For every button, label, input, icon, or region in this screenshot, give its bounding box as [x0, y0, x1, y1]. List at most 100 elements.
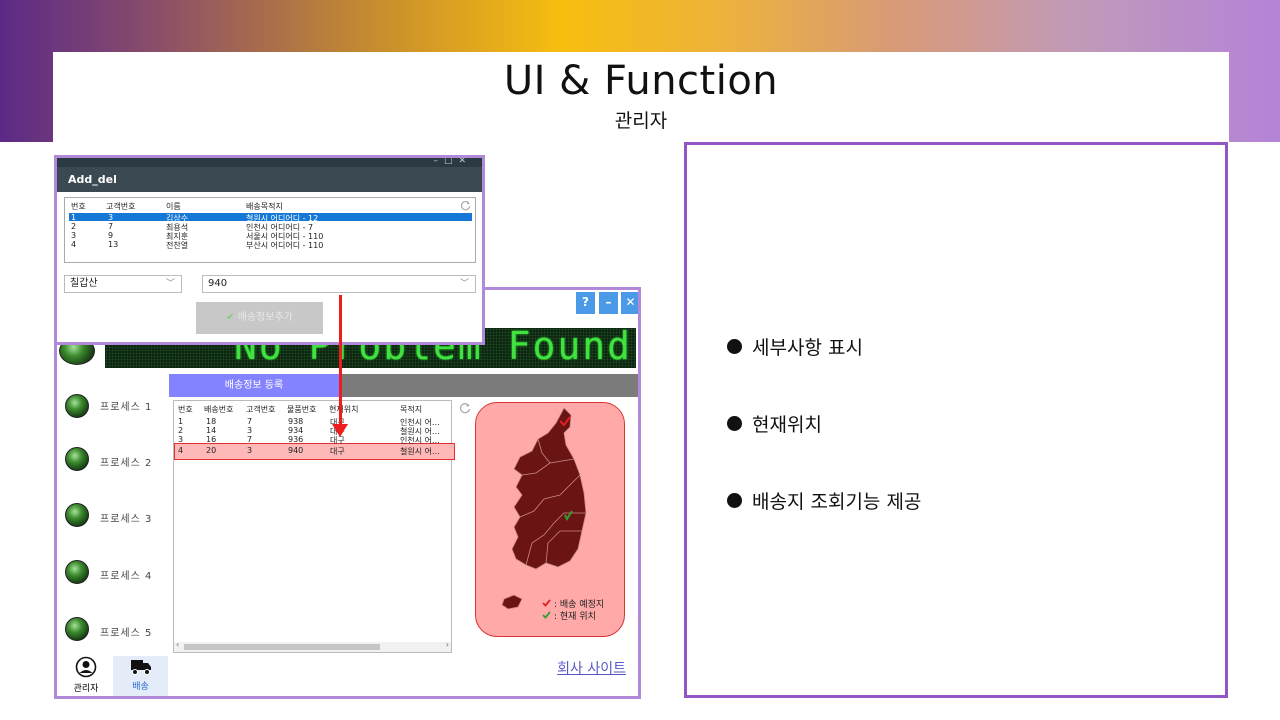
scroll-left-icon[interactable]: ‹: [176, 640, 180, 649]
process-led: [65, 447, 89, 471]
cell: 16: [206, 435, 217, 444]
scrollbar-thumb[interactable]: [184, 644, 380, 650]
horizontal-scrollbar[interactable]: ‹ ›: [174, 640, 451, 652]
title-box: UI & Function 관리자: [53, 52, 1229, 142]
process-label: 프로세스 4: [100, 571, 153, 582]
bullet-icon: [727, 416, 742, 431]
cell: 13: [108, 240, 119, 249]
cell: 2: [178, 426, 184, 435]
chevron-down-icon: ﹀: [459, 279, 469, 289]
cell: 3: [247, 426, 253, 435]
process-led: [65, 617, 89, 641]
cell: 전찬열: [166, 241, 189, 250]
cell: 대구: [330, 447, 345, 456]
close-button[interactable]: ✕: [621, 292, 638, 314]
dialog-close-icon[interactable]: ✕: [458, 156, 472, 166]
cell: 4: [71, 240, 77, 249]
column-header: 배송번호: [204, 405, 234, 414]
column-header: 고객번호: [106, 202, 136, 211]
column-header: 이름: [166, 202, 181, 211]
legend-planned: : 배송 예정지: [554, 600, 605, 610]
process-label: 프로세스 2: [100, 458, 153, 469]
nav-delivery-button[interactable]: 배송: [113, 656, 168, 696]
name-combobox[interactable]: 칠갑산 ﹀: [64, 275, 182, 293]
help-button[interactable]: ?: [576, 292, 595, 314]
dialog-maximize-icon[interactable]: □: [443, 156, 459, 166]
cell: 최용석: [166, 223, 189, 232]
dialog-minimize-icon[interactable]: –: [433, 156, 444, 166]
dialog-window-controls[interactable]: –□✕: [433, 156, 472, 166]
cell: 7: [247, 417, 253, 426]
bullet-icon: [727, 339, 742, 354]
feature-panel: 세부사항 표시 현재위치 배송지 조회기능 제공: [684, 142, 1228, 698]
legend-current-label: 현재 위치: [559, 612, 596, 622]
scroll-right-icon[interactable]: ›: [445, 640, 449, 649]
cell: 1: [71, 213, 77, 222]
arrow-down-icon: [332, 424, 348, 437]
column-header: 번호: [178, 405, 193, 414]
add-del-dialog: –□✕ Add_del 번호 고객번호 이름 배송목적지 1 3 김상수 철원시…: [54, 155, 485, 345]
dialog-title: Add_del: [57, 167, 482, 192]
section-header: 배송정보 등록: [169, 374, 638, 397]
refresh-icon[interactable]: [459, 402, 471, 414]
cell: 최지훈: [166, 232, 189, 241]
slide-title: UI & Function: [503, 58, 779, 104]
cell: 7: [108, 222, 114, 231]
add-delivery-button[interactable]: ✔ 배송정보추가: [196, 302, 323, 334]
cell: 7: [247, 435, 253, 444]
selected-row-highlight: [174, 443, 455, 460]
cell: 3: [71, 231, 77, 240]
company-site-link[interactable]: 회사 사이트: [557, 661, 626, 677]
cell: 940: [288, 446, 304, 455]
cell: 1: [178, 417, 184, 426]
current-check-icon: [542, 611, 551, 619]
add-delivery-label: 배송정보추가: [237, 312, 293, 323]
column-header: 물품번호: [287, 405, 317, 414]
dialog-top-bar: –□✕: [57, 158, 482, 167]
korea-map-icon: [501, 407, 587, 610]
cell: 부산시 어디어디 - 110: [246, 241, 324, 250]
cell: 938: [288, 417, 304, 426]
item-combobox[interactable]: 940 ﹀: [202, 275, 476, 293]
feature-item: 현재위치: [727, 410, 822, 437]
cell: 인천시 어...: [400, 418, 440, 427]
delivery-map[interactable]: : 배송 예정지 : 현재 위치: [475, 402, 625, 637]
process-label: 프로세스 5: [100, 628, 153, 639]
cell: 김상수: [166, 214, 189, 223]
cell: 대구: [330, 436, 345, 445]
feature-label: 배송지 조회기능 제공: [752, 491, 922, 513]
customer-list[interactable]: 번호 고객번호 이름 배송목적지 1 3 김상수 철원시 어디어디 - 12 2…: [64, 197, 476, 263]
feature-item: 배송지 조회기능 제공: [727, 487, 921, 514]
feature-label: 세부사항 표시: [752, 337, 863, 359]
delivery-list[interactable]: 번호 배송번호 고객번호 물품번호 현재위치 목적지 1 18 7 938 대구…: [173, 400, 455, 653]
cell: 철원시 어...: [400, 427, 440, 436]
legend-planned-label: 배송 예정지: [559, 600, 605, 610]
cell: 14: [206, 426, 217, 435]
check-icon: ✔: [226, 312, 235, 323]
minimize-button[interactable]: –: [599, 292, 618, 314]
slide-subtitle: 관리자: [614, 110, 668, 132]
legend-current: : 현재 위치: [554, 612, 596, 622]
cell: 인천시 어...: [400, 436, 440, 445]
cell: 4: [178, 446, 184, 455]
cell: 철원시 어...: [400, 447, 440, 456]
nav-admin-label: 관리자: [73, 684, 99, 694]
nav-admin-button[interactable]: 관리자: [59, 656, 113, 696]
item-combobox-value: 940: [208, 278, 228, 289]
feature-item: 세부사항 표시: [727, 333, 863, 360]
planned-check-icon: [542, 599, 551, 607]
cell: 3: [247, 446, 253, 455]
refresh-icon[interactable]: [460, 200, 471, 211]
nav-delivery-label: 배송: [132, 682, 149, 692]
column-header: 현재위치: [329, 405, 359, 414]
main-app-window: ? – ✕ No Problem Found 프로세스 1 프로세스 2 프로세…: [54, 287, 641, 699]
cell: 3: [178, 435, 184, 444]
process-label: 프로세스 1: [100, 402, 153, 413]
chevron-down-icon: ﹀: [165, 279, 175, 289]
tab-delivery-registration[interactable]: 배송정보 등록: [169, 374, 339, 397]
cell: 18: [206, 417, 217, 426]
cell: 936: [288, 435, 304, 444]
red-arrow-line: [339, 295, 342, 427]
cell: 인천시 어디어디 - 7: [246, 223, 314, 232]
cell: 20: [206, 446, 217, 455]
